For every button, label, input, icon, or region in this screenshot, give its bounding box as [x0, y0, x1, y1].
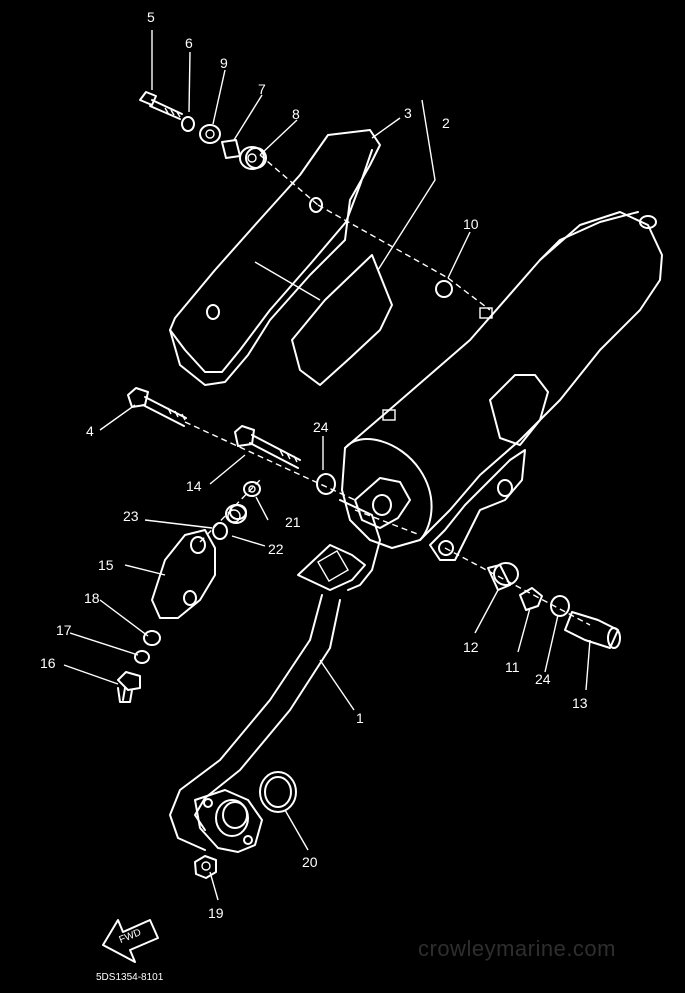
label-part-8: 8	[292, 106, 300, 122]
label-part-22: 22	[268, 541, 284, 557]
part-16-bolt	[117, 671, 141, 703]
alignment-lines	[184, 154, 591, 626]
fwd-arrow-icon	[102, 919, 159, 963]
label-part-1: 1	[356, 710, 364, 726]
label-part-10: 10	[463, 216, 479, 232]
part-15-protector	[151, 529, 216, 619]
part-9-washer	[199, 124, 221, 144]
part-11-collar	[519, 587, 543, 611]
label-part-24-lower: 24	[535, 671, 551, 687]
part-10-washer	[435, 280, 453, 298]
part-13-spacer	[564, 611, 621, 649]
part-19-nut	[194, 855, 217, 879]
label-part-16: 16	[40, 655, 56, 671]
part-12-collar	[487, 562, 519, 591]
part-6-washer	[181, 116, 195, 132]
leader-lines	[63, 30, 591, 901]
label-part-14: 14	[186, 478, 202, 494]
diagram-code: 5DS1354-8101	[96, 972, 164, 983]
part-3-protector	[169, 129, 381, 386]
label-part-24-upper: 24	[313, 419, 329, 435]
part-20-gasket	[259, 771, 297, 813]
label-part-23: 23	[123, 508, 139, 524]
part-8-grommet	[239, 146, 267, 170]
label-part-2: 2	[442, 115, 450, 131]
label-part-4: 4	[86, 423, 94, 439]
label-part-11: 11	[505, 659, 520, 675]
part-24-collar-lower	[550, 595, 570, 617]
part-2-shield	[291, 254, 393, 386]
label-part-6: 6	[185, 35, 193, 51]
label-part-5: 5	[147, 9, 155, 25]
part-23-nut	[212, 522, 228, 540]
watermark: crowleymarine.com	[418, 936, 616, 961]
part-4-bolt	[127, 387, 187, 427]
label-part-3: 3	[404, 105, 412, 121]
part-17-washer	[134, 650, 150, 664]
label-part-7: 7	[258, 81, 266, 97]
label-part-15: 15	[98, 557, 114, 573]
part-14-bolt	[234, 425, 301, 469]
label-part-12: 12	[463, 639, 479, 655]
label-part-21: 21	[285, 514, 301, 530]
part-7-collar	[221, 139, 241, 159]
label-part-18: 18	[84, 590, 100, 606]
part-24-collar	[316, 473, 336, 495]
part-18-washer	[143, 630, 161, 646]
label-part-19: 19	[208, 905, 224, 921]
label-part-13: 13	[572, 695, 588, 711]
part-22-spring	[225, 504, 247, 524]
label-part-17: 17	[56, 622, 72, 638]
label-part-20: 20	[302, 854, 318, 870]
label-part-9: 9	[220, 55, 228, 71]
part-21-washer	[243, 481, 261, 497]
part-5-bolt	[139, 91, 183, 120]
part-1-muffler	[169, 211, 663, 853]
